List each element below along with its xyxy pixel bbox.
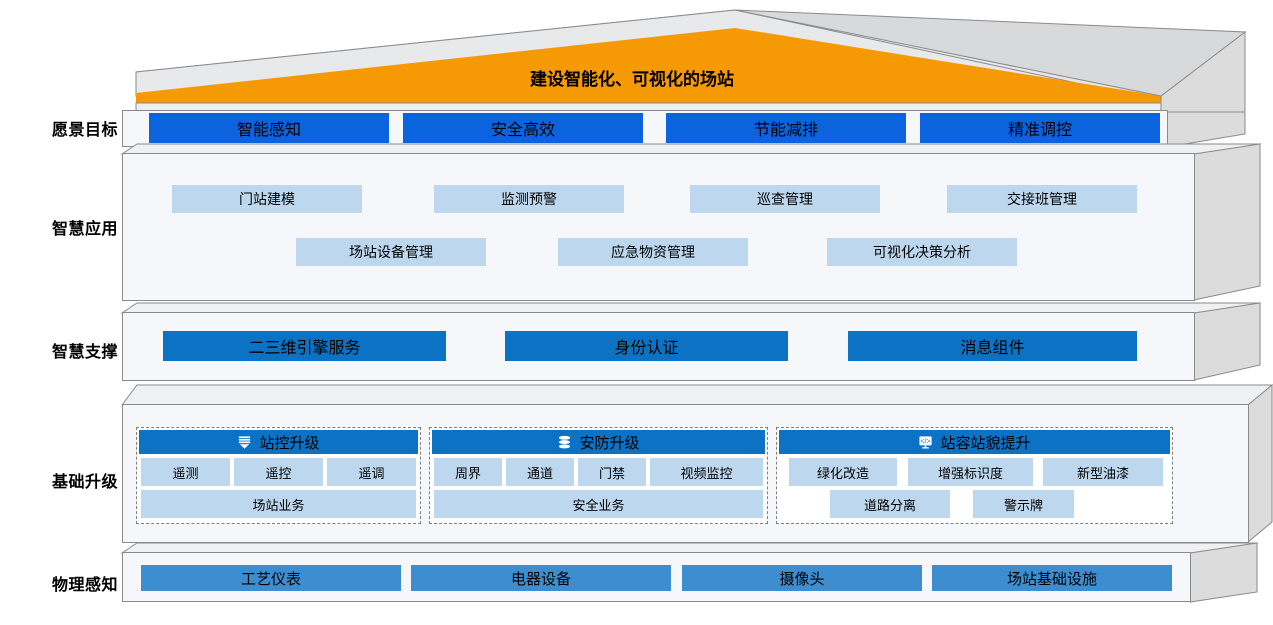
application-chip-label: 交接班管理 [1007, 191, 1077, 207]
base-subchip-label: 遥控 [265, 465, 292, 481]
application-chip-r2-1[interactable]: 应急物资管理 [558, 238, 748, 266]
base-card-title: 安防升级 [579, 434, 640, 452]
application-chip-r2-2[interactable]: 可视化决策分析 [827, 238, 1017, 266]
vision-chip-0[interactable]: 智能感知 [149, 113, 389, 143]
roof-graphic [135, 9, 1247, 121]
base-subchip-label: 新型油漆 [1076, 465, 1129, 481]
physical-chip-label: 工艺仪表 [240, 570, 301, 588]
layer-label-application: 智慧应用 [51, 221, 118, 238]
vision-chip-label: 智能感知 [236, 122, 301, 139]
base-subchip[interactable]: 遥控 [234, 458, 323, 486]
vision-chip-3[interactable]: 精准调控 [920, 113, 1160, 143]
base-subchip-label: 视频监控 [680, 465, 733, 481]
vision-chip-label: 节能减排 [753, 122, 818, 139]
layer-label-physical: 物理感知 [51, 577, 118, 594]
base-card-1[interactable]: 安防升级 周界 通道 门禁 视频监控 安全业务 [429, 427, 768, 524]
base-card-header: </> 站容站貌提升 [779, 430, 1170, 454]
base-subchip-label: 周界 [454, 465, 481, 481]
base-subchip[interactable]: 通道 [506, 458, 574, 486]
layer-label-support: 智慧支撑 [51, 344, 118, 361]
support-chip-label: 消息组件 [960, 340, 1025, 357]
database-stack-icon [237, 435, 252, 450]
base-card-title: 站控升级 [259, 434, 320, 452]
base-subchip[interactable]: 视频监控 [650, 458, 763, 486]
base-subchip-label: 通道 [526, 465, 553, 481]
base-subchip[interactable]: 新型油漆 [1043, 458, 1163, 486]
base-card-header: 站控升级 [139, 430, 418, 454]
vision-chip-label: 安全高效 [490, 122, 555, 139]
layer-label-base: 基础升级 [51, 474, 118, 491]
application-chip-label: 可视化决策分析 [873, 244, 971, 260]
base-card-header: 安防升级 [432, 430, 765, 454]
base-card-0[interactable]: 站控升级 遥测 遥控 遥调 场站业务 [136, 427, 421, 524]
application-face [122, 153, 1195, 301]
base-subchip[interactable]: 道路分离 [830, 490, 950, 518]
application-chip-r2-0[interactable]: 场站设备管理 [296, 238, 486, 266]
base-subchip-label: 遥测 [172, 465, 199, 481]
code-monitor-icon: </> [918, 435, 933, 450]
base-subchip-label: 道路分离 [863, 497, 916, 513]
roof-orange-band [136, 28, 1161, 104]
base-subchip-label: 遥调 [358, 465, 385, 481]
application-chip-label: 监测预警 [501, 191, 557, 207]
layers-stack-icon [557, 435, 572, 450]
base-subchip-label: 安全业务 [572, 497, 625, 513]
layer-slab-application [122, 153, 1195, 301]
base-card-title: 站容站貌提升 [940, 434, 1031, 452]
physical-chip-3[interactable]: 场站基础设施 [932, 565, 1172, 591]
banner-title: 建设智能化、可视化的场站 [530, 70, 734, 89]
physical-chip-label: 电器设备 [510, 570, 571, 588]
base-subchip[interactable]: 遥测 [141, 458, 230, 486]
application-chip-label: 场站设备管理 [349, 244, 433, 260]
base-subchip[interactable]: 安全业务 [434, 490, 763, 518]
application-chip-label: 巡查管理 [757, 191, 813, 207]
application-chip-r1-3[interactable]: 交接班管理 [947, 185, 1137, 213]
support-chip-label: 二三维引擎服务 [248, 340, 361, 357]
application-chip-label: 应急物资管理 [611, 244, 695, 260]
vision-chip-1[interactable]: 安全高效 [403, 113, 643, 143]
svg-text:</>: </> [921, 438, 931, 445]
base-subchip[interactable]: 增强标识度 [908, 458, 1033, 486]
application-chip-r1-1[interactable]: 监测预警 [434, 185, 624, 213]
physical-slab-side-face [1189, 542, 1258, 603]
physical-chip-label: 场站基础设施 [1006, 570, 1097, 588]
roof-right-top [734, 9, 1247, 97]
support-chip-2[interactable]: 消息组件 [848, 331, 1137, 361]
vision-chip-2[interactable]: 节能减排 [666, 113, 906, 143]
physical-chip-2[interactable]: 摄像头 [682, 565, 922, 591]
base-subchip[interactable]: 门禁 [578, 458, 646, 486]
support-chip-label: 身份认证 [614, 340, 679, 357]
base-subchip[interactable]: 遥调 [327, 458, 416, 486]
physical-chip-1[interactable]: 电器设备 [411, 565, 671, 591]
layer-label-vision: 愿景目标 [51, 122, 118, 139]
physical-chip-0[interactable]: 工艺仪表 [141, 565, 401, 591]
vision-chip-label: 精准调控 [1007, 122, 1072, 139]
support-chip-1[interactable]: 身份认证 [505, 331, 788, 361]
support-chip-0[interactable]: 二三维引擎服务 [163, 331, 446, 361]
base-subchip[interactable]: 场站业务 [141, 490, 416, 518]
physical-chip-label: 摄像头 [779, 570, 825, 588]
base-subchip-label: 门禁 [598, 465, 625, 481]
application-chip-r1-2[interactable]: 巡查管理 [690, 185, 880, 213]
base-card-2[interactable]: </> 站容站貌提升 绿化改造 增强标识度 新型油漆 道路分离 警示牌 [776, 427, 1173, 524]
application-chip-r1-0[interactable]: 门站建模 [172, 185, 362, 213]
base-subchip[interactable]: 绿化改造 [789, 458, 897, 486]
base-subchip-label: 绿化改造 [816, 465, 869, 481]
base-subchip-label: 场站业务 [252, 497, 305, 513]
base-subchip[interactable]: 警示牌 [973, 490, 1074, 518]
base-subchip-label: 增强标识度 [937, 465, 1003, 481]
base-subchip-label: 警示牌 [1003, 497, 1043, 513]
base-subchip[interactable]: 周界 [434, 458, 502, 486]
application-chip-label: 门站建模 [239, 191, 295, 207]
